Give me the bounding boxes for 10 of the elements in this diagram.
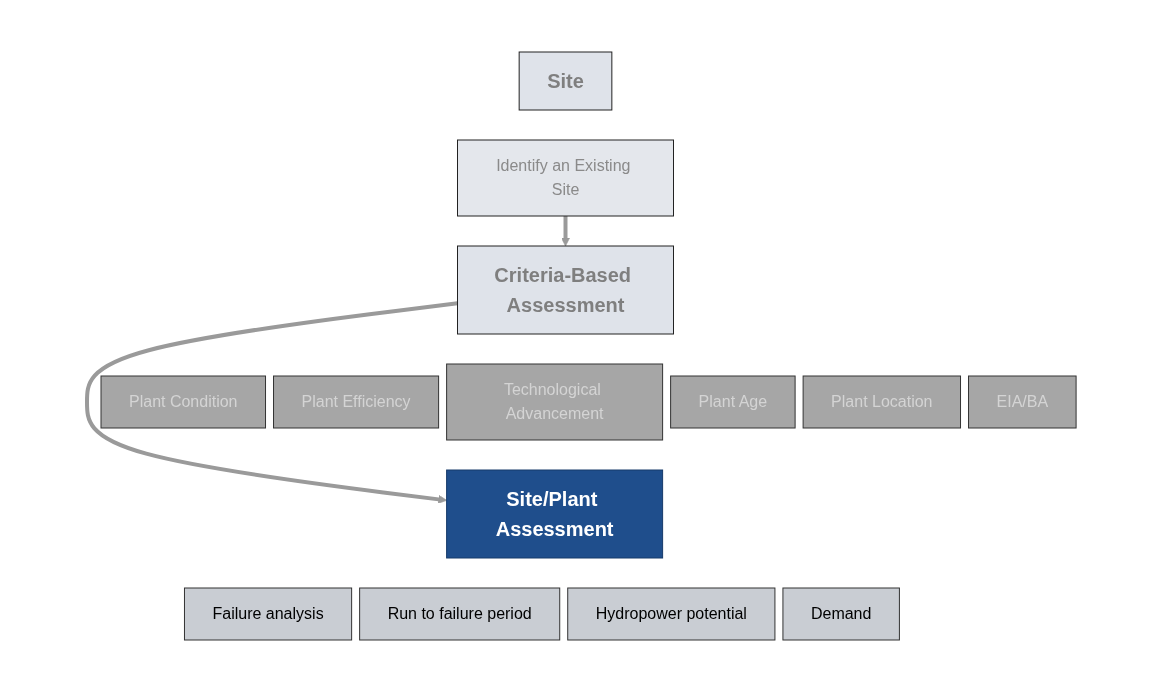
node-box: Demand [782,587,901,640]
node-box: Site [519,51,613,110]
node-box: Run to failure period [359,587,561,640]
arrow [561,215,571,246]
node-box: Criteria-Based Assessment [457,245,675,334]
node-box: Identify an Existing Site [457,139,675,216]
arrow [85,300,459,504]
node-box: Failure analysis [184,587,353,640]
node-box: Hydropower potential [567,587,776,640]
node-box: Site/Plant Assessment [446,469,664,558]
